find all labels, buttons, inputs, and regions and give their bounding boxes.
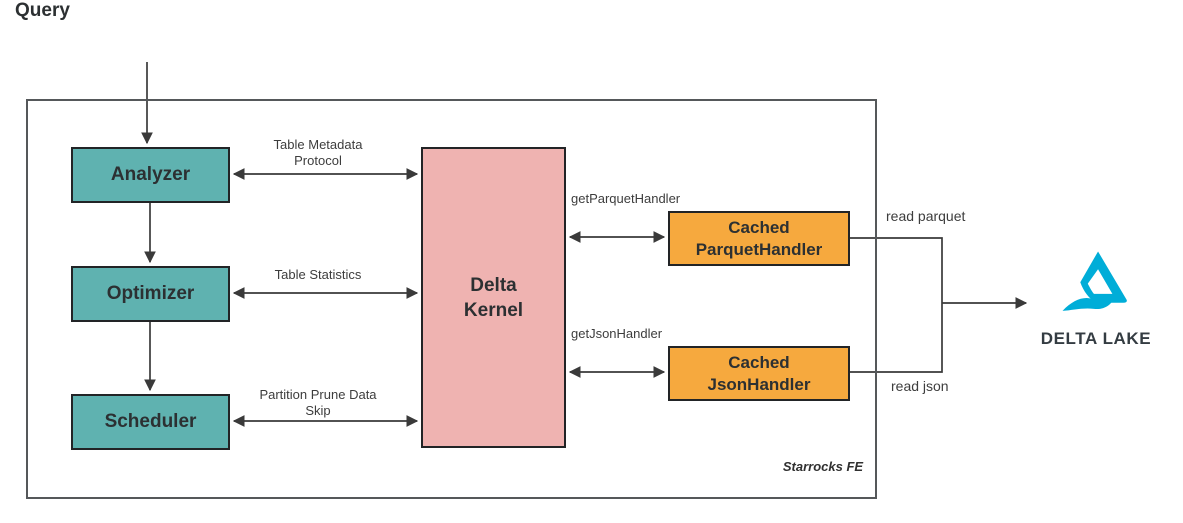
edge-label-get-parquet-handler: getParquetHandler bbox=[571, 191, 681, 206]
starrocks-fe-caption: Starrocks FE bbox=[777, 459, 869, 475]
node-cached-parquet-handler-line2: ParquetHandler bbox=[695, 239, 823, 259]
edge-label-table-statistics: Table Statistics bbox=[274, 267, 362, 282]
delta-lake-triangle-icon bbox=[1062, 251, 1127, 311]
edge-label-protocol: Protocol bbox=[294, 153, 342, 168]
edge-label-table-metadata-protocol: Table Metadata Protocol bbox=[253, 137, 383, 169]
edge-label-read-json: read json bbox=[891, 378, 949, 394]
node-optimizer: Optimizer bbox=[71, 266, 230, 322]
edge-label-data-skip: Data Skip bbox=[305, 387, 377, 418]
node-cached-json-handler: Cached JsonHandler bbox=[668, 346, 850, 401]
node-analyzer-label: Analyzer bbox=[110, 164, 191, 185]
node-scheduler-label: Scheduler bbox=[104, 411, 197, 432]
node-cached-parquet-handler-line1: Cached bbox=[728, 217, 790, 237]
node-analyzer: Analyzer bbox=[71, 147, 230, 203]
node-delta-kernel-label-line2: Kernel bbox=[463, 299, 524, 321]
starrocks-fe-caption-line2: FE bbox=[846, 459, 864, 474]
edge-label-get-json-handler: getJsonHandler bbox=[571, 326, 663, 341]
delta-lake-wordmark: DELTA LAKE bbox=[1040, 329, 1152, 348]
edge-label-table-metadata: Table Metadata bbox=[273, 137, 363, 152]
node-cached-parquet-handler: Cached ParquetHandler bbox=[668, 211, 850, 266]
node-delta-kernel-label-line1: Delta bbox=[470, 274, 517, 296]
node-delta-kernel: Delta Kernel bbox=[421, 147, 566, 448]
edge-label-partition-prune-data-skip: Partition Prune Data Skip bbox=[253, 387, 383, 419]
edge-label-partition-prune: Partition Prune bbox=[259, 387, 346, 402]
edge-label-read-parquet: read parquet bbox=[886, 208, 966, 224]
node-scheduler: Scheduler bbox=[71, 394, 230, 450]
starrocks-fe-caption-line1: Starrocks bbox=[782, 459, 843, 474]
node-optimizer-label: Optimizer bbox=[106, 283, 195, 304]
delta-lake-logo: DELTA LAKE bbox=[1032, 247, 1160, 349]
node-cached-json-handler-line2: JsonHandler bbox=[707, 374, 811, 394]
starrocks-fe-boundary bbox=[26, 99, 877, 499]
node-cached-json-handler-line1: Cached bbox=[728, 352, 790, 372]
query-label: Query bbox=[15, 0, 70, 21]
